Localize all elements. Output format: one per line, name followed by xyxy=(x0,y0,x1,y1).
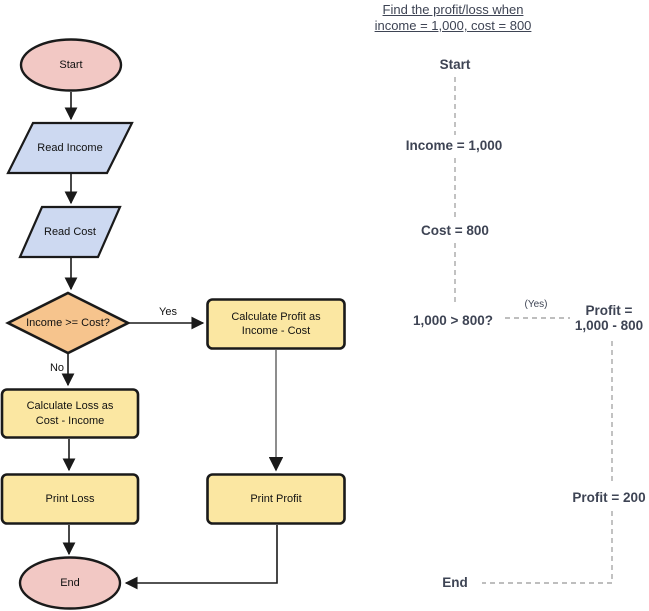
yes-branch-label: Yes xyxy=(159,305,177,318)
trace-dash-result-to-end xyxy=(482,511,613,584)
calc-profit-process-shape xyxy=(206,298,346,350)
read-cost-label: Read Cost xyxy=(44,225,96,238)
trace-end-label: End xyxy=(442,574,468,590)
trace-income-label: Income = 1,000 xyxy=(405,137,503,153)
no-branch-label: No xyxy=(49,361,65,374)
print-loss-process-shape xyxy=(0,473,140,525)
read-income-label: Read Income xyxy=(37,141,103,154)
start-terminal-label: Start xyxy=(59,59,83,72)
trace-cost-label: Cost = 800 xyxy=(421,222,489,238)
start-terminal-shape xyxy=(19,38,123,92)
print-profit-label: Print Profit xyxy=(250,492,302,505)
calc-loss-process-shape xyxy=(0,388,140,439)
print-loss-label: Print Loss xyxy=(45,492,95,505)
decision-label: Income >= Cost? xyxy=(26,316,110,329)
trace-start-label: Start xyxy=(439,56,471,72)
decision-diamond-shape xyxy=(5,291,131,355)
end-terminal-label: End xyxy=(60,577,80,590)
calc-profit-label: Calculate Profit as Income - Cost xyxy=(231,310,321,337)
read-income-io-shape xyxy=(6,121,134,175)
print-profit-process-shape xyxy=(206,473,346,525)
arrow-print-profit-to-end xyxy=(124,525,278,590)
calc-loss-label: Calculate Loss as Cost - Income xyxy=(26,400,114,427)
trace-profit-expression-label: Profit = 1,000 - 800 xyxy=(574,303,644,333)
read-cost-io-shape xyxy=(18,205,122,259)
trace-yes-label: (Yes) xyxy=(524,299,548,310)
example-title: Find the profit/loss when income = 1,000… xyxy=(374,1,532,33)
trace-profit-result-label: Profit = 200 xyxy=(572,489,646,505)
end-terminal-shape xyxy=(18,556,122,610)
trace-comparison-label: 1,000 > 800? xyxy=(413,312,493,328)
